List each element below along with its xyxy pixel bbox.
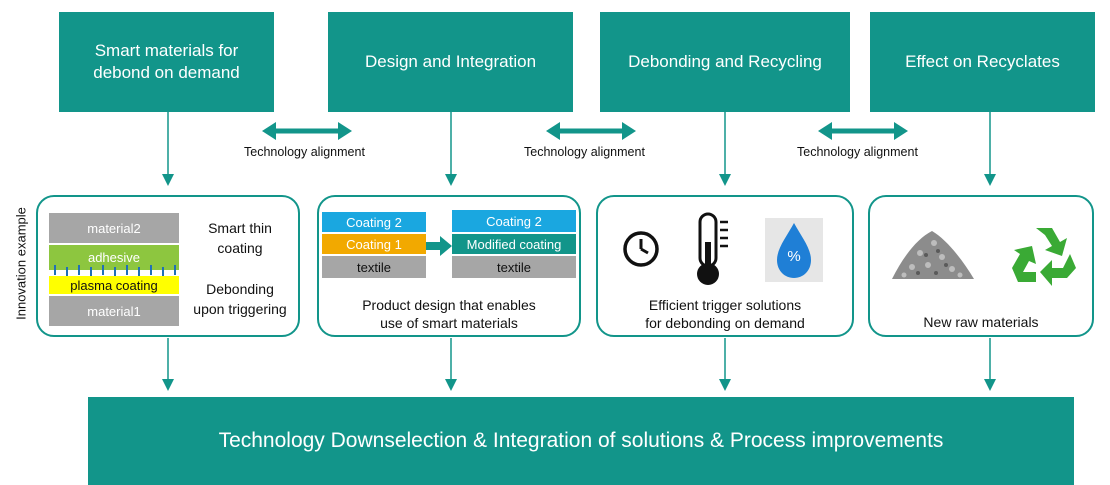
layer-adhesive: adhesive xyxy=(49,245,179,270)
left-coating2: Coating 2 xyxy=(322,212,426,232)
card2-caption-1: Product design that enables xyxy=(362,297,536,313)
card4-caption: New raw materials xyxy=(923,314,1039,330)
adhesive-strands xyxy=(54,265,176,277)
top-box-effect-recyclates: Effect on Recyclates xyxy=(870,12,1095,112)
bottom-bar-label: Technology Downselection & Integration o… xyxy=(218,429,944,452)
bottom-bar: Technology Downselection & Integration o… xyxy=(88,397,1074,485)
alignment-arrow-2 xyxy=(546,122,636,140)
top-box-1-line1: Smart materials for xyxy=(94,41,239,60)
clock-icon xyxy=(623,231,659,267)
card1-text-debonding: Debonding xyxy=(206,281,274,297)
card3-caption-2: for debonding on demand xyxy=(645,315,805,331)
alignment-label-2: Technology alignment xyxy=(524,145,645,159)
alignment-arrow-1 xyxy=(262,122,352,140)
top-box-1-line2: debond on demand xyxy=(93,63,240,82)
top-box-4-label: Effect on Recyclates xyxy=(905,52,1060,71)
layer-material2: material2 xyxy=(49,213,179,243)
top-box-debonding-recycling: Debonding and Recycling xyxy=(600,12,850,112)
card2-caption-2: use of smart materials xyxy=(380,315,518,331)
left-coating1: Coating 1 xyxy=(322,234,426,254)
top-box-smart-materials: Smart materials for debond on demand xyxy=(59,12,274,112)
card3-caption-1: Efficient trigger solutions xyxy=(648,297,802,313)
recycle-icon xyxy=(1012,228,1076,286)
card1-text-upon-triggering: upon triggering xyxy=(193,301,287,317)
top-box-design-integration: Design and Integration xyxy=(328,12,573,112)
side-label: Innovation example xyxy=(13,207,29,320)
card1-text-coating: coating xyxy=(217,240,263,256)
right-modified-coating: Modified coating xyxy=(452,234,576,254)
layer-material1: material1 xyxy=(49,296,179,326)
transform-arrow-icon xyxy=(426,236,452,256)
right-textile: textile xyxy=(452,256,576,278)
alignment-label-3: Technology alignment xyxy=(797,145,918,159)
water-drop-percent-icon: % xyxy=(765,218,823,282)
right-coating2: Coating 2 xyxy=(452,210,576,232)
alignment-arrow-3 xyxy=(818,122,908,140)
granulate-pile-icon xyxy=(892,231,974,279)
percent-label: % xyxy=(787,248,801,265)
card1-text-smart-thin: Smart thin xyxy=(208,220,272,236)
top-box-3-label: Debonding and Recycling xyxy=(628,52,822,71)
alignment-label-1: Technology alignment xyxy=(244,145,365,159)
layer-plasma-coating: plasma coating xyxy=(49,276,179,294)
water-drop-shape xyxy=(777,223,811,278)
top-box-2-label: Design and Integration xyxy=(364,52,537,71)
thermometer-icon xyxy=(697,212,728,285)
left-textile: textile xyxy=(322,256,426,278)
